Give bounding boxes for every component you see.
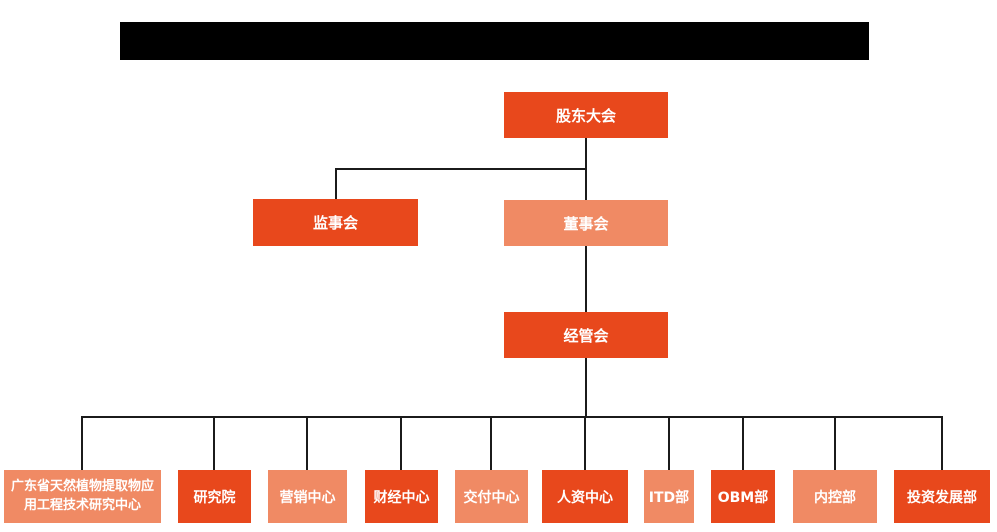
org-node-internal-control-department: 内控部 xyxy=(793,470,877,523)
org-node-obm-department: OBM部 xyxy=(711,470,775,523)
connector-drop-5 xyxy=(490,417,492,470)
org-node-supervisory-board: 监事会 xyxy=(253,199,418,246)
connector-branch-horizontal xyxy=(335,168,587,170)
connector-departments-bus xyxy=(81,416,943,418)
redacted-title-bar xyxy=(120,22,869,60)
org-node-management-committee: 经管会 xyxy=(504,312,668,358)
connector-directors-to-management xyxy=(585,246,587,312)
connector-drop-2 xyxy=(213,417,215,470)
connector-drop-3 xyxy=(306,417,308,470)
org-node-research-institute: 研究院 xyxy=(178,470,251,523)
org-node-board-of-directors: 董事会 xyxy=(504,200,668,246)
org-node-itd-department: ITD部 xyxy=(644,470,694,523)
org-node-marketing-center: 营销中心 xyxy=(268,470,347,523)
connector-drop-4 xyxy=(400,417,402,470)
org-node-investment-development-department: 投资发展部 xyxy=(894,470,990,523)
org-node-shareholders-meeting: 股东大会 xyxy=(504,92,668,138)
connector-drop-7 xyxy=(668,417,670,470)
org-node-finance-center: 财经中心 xyxy=(365,470,438,523)
connector-drop-1 xyxy=(81,417,83,470)
connector-drop-6 xyxy=(584,417,586,470)
org-node-hr-center: 人资中心 xyxy=(542,470,628,523)
connector-drop-8 xyxy=(742,417,744,470)
connector-drop-9 xyxy=(834,417,836,470)
connector-branch-to-supervisory xyxy=(335,168,337,200)
org-node-research-engineering-center: 广东省天然植物提取物应用工程技术研究中心 xyxy=(4,470,161,523)
connector-management-to-bus xyxy=(585,358,587,417)
connector-drop-10 xyxy=(941,417,943,470)
org-node-delivery-center: 交付中心 xyxy=(455,470,528,523)
